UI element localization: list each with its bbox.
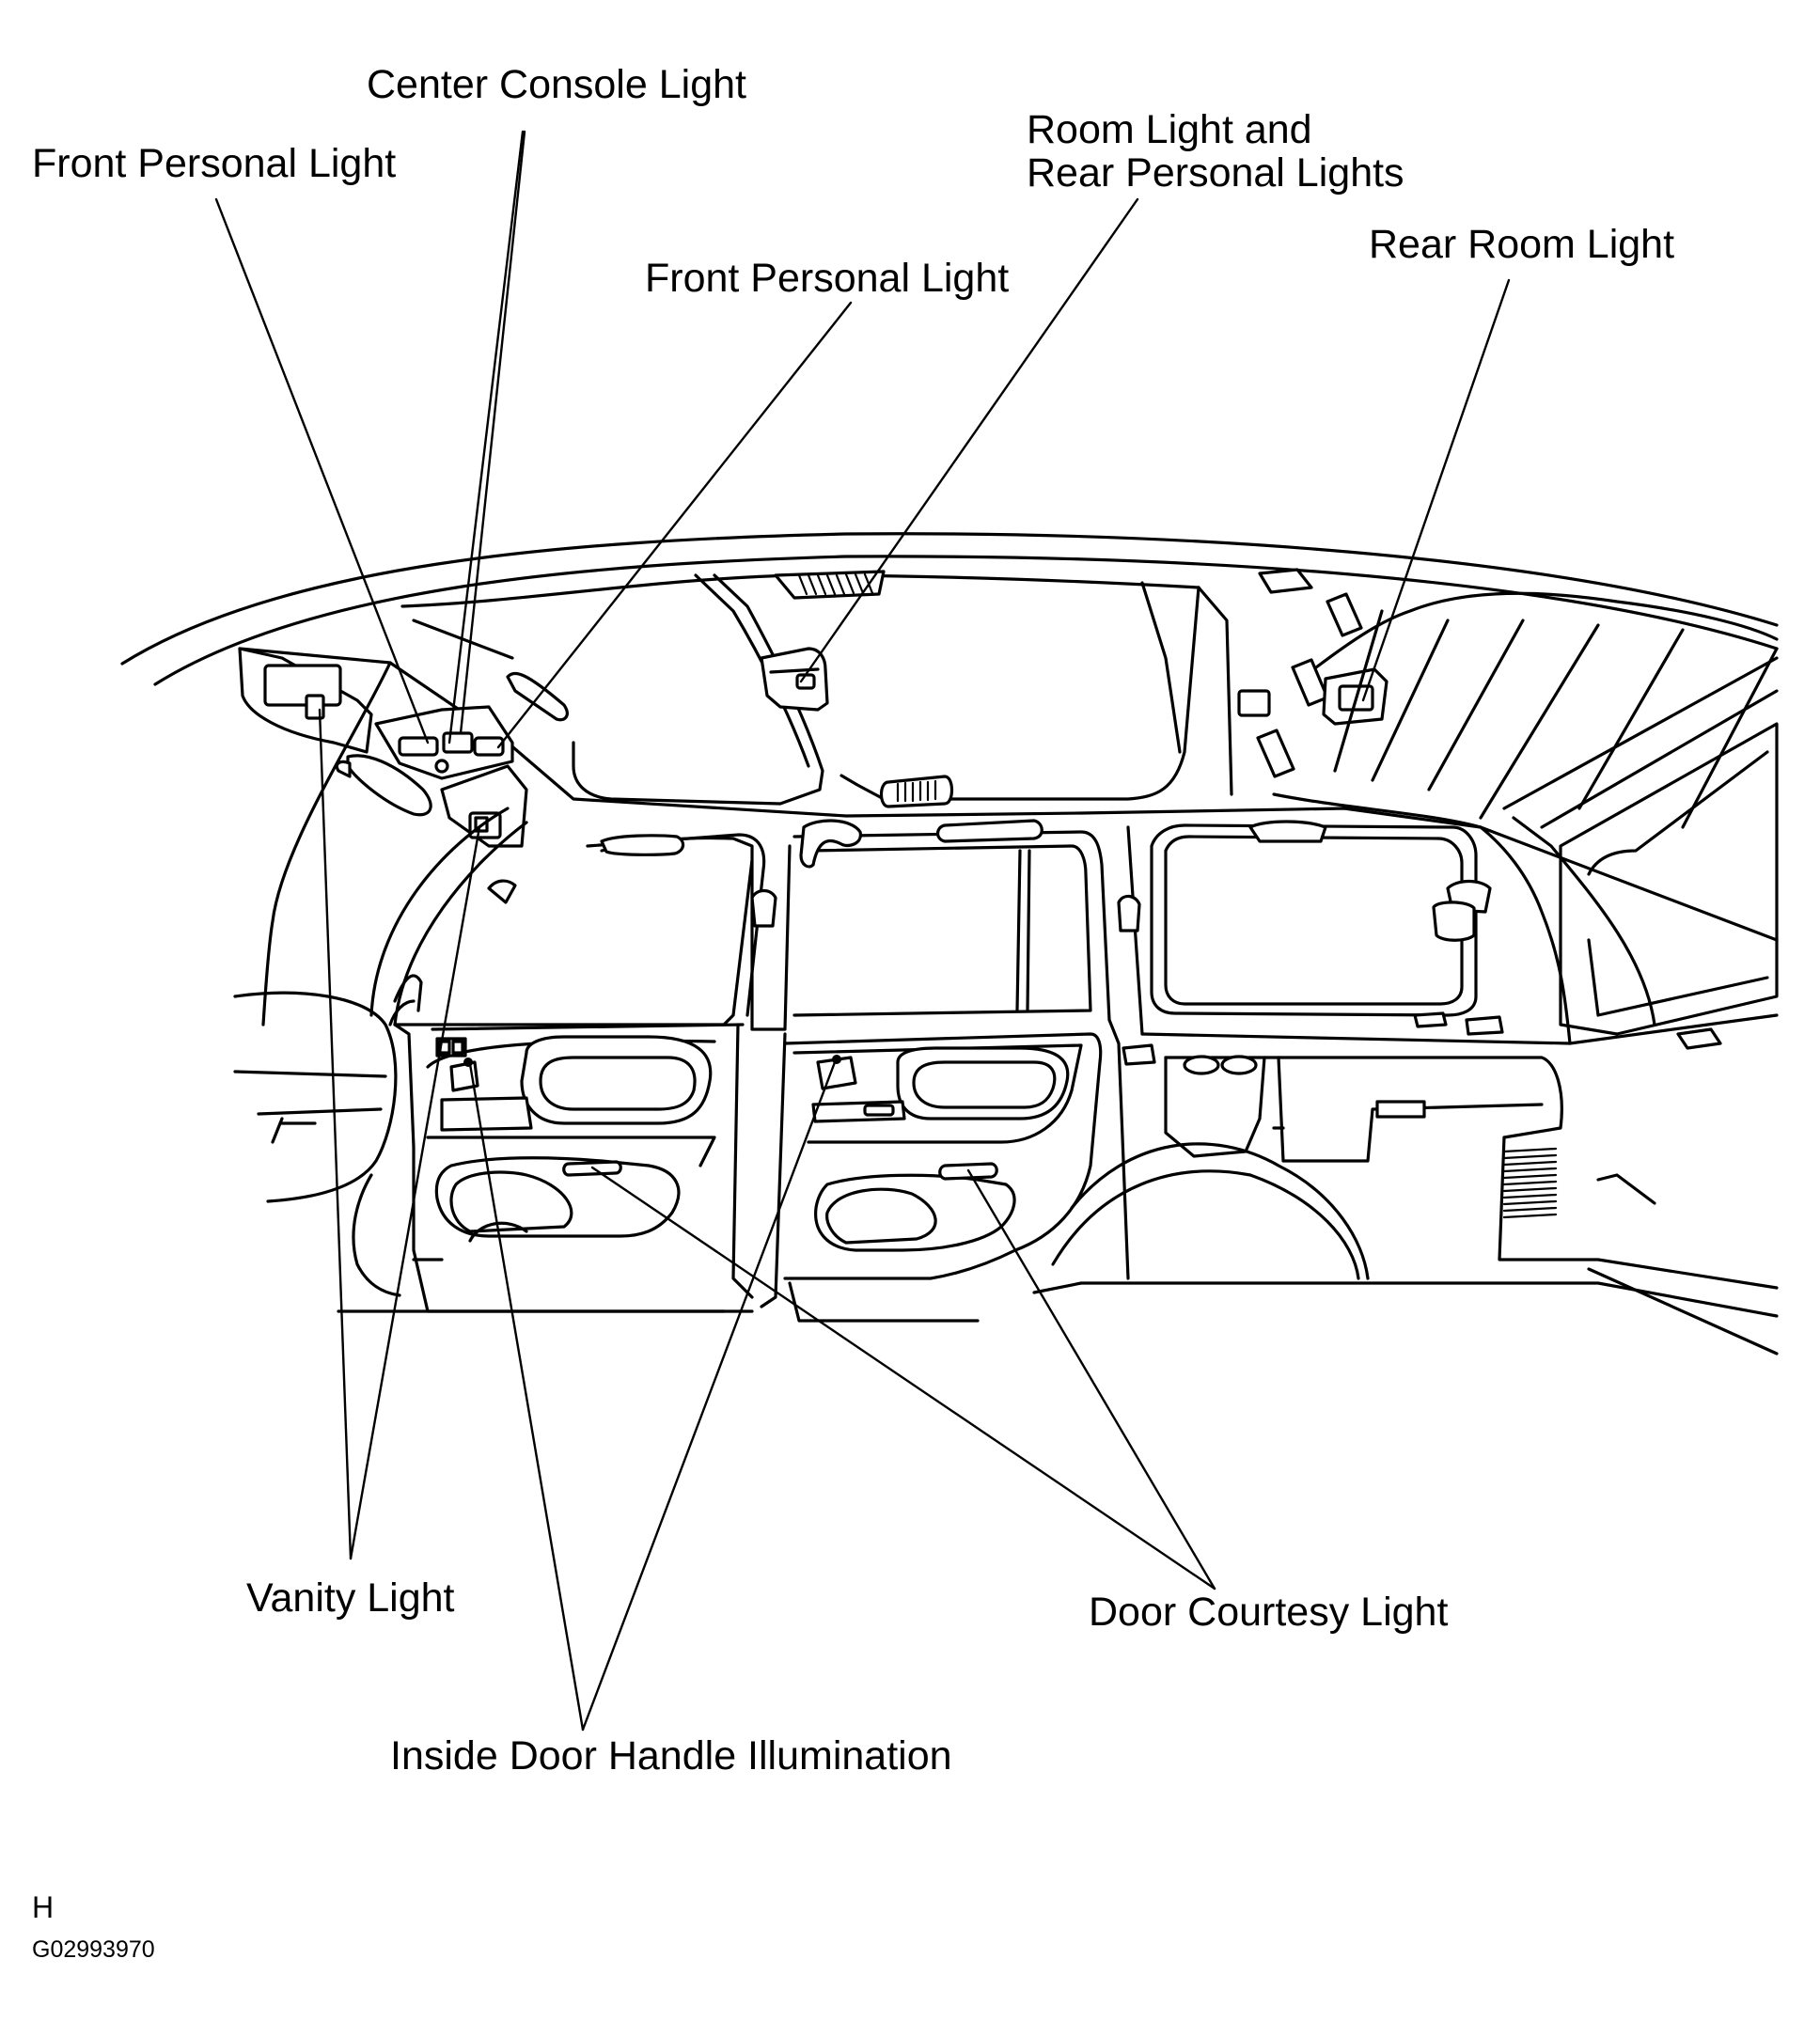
leader-lines <box>214 130 1511 1731</box>
leader-door-courtesy-1 <box>590 1166 1216 1590</box>
leader-door-handle-1 <box>468 1062 585 1731</box>
label-center-console-light: Center Console Light <box>367 62 746 107</box>
leader-rear-room-light <box>1361 278 1511 702</box>
leader-room-light <box>799 197 1139 683</box>
leader-front-personal-left <box>214 197 430 744</box>
label-front-personal-light-left: Front Personal Light <box>32 141 396 186</box>
label-door-courtesy-light: Door Courtesy Light <box>1089 1590 1448 1635</box>
section-letter: H <box>32 1890 54 1924</box>
label-inside-door-handle-illumination: Inside Door Handle Illumination <box>390 1733 952 1778</box>
label-front-personal-light-right: Front Personal Light <box>645 256 1009 301</box>
leader-door-handle-2 <box>581 1060 837 1731</box>
label-room-light-line1: Room Light and <box>1027 107 1312 152</box>
vehicle-interior-drawing <box>120 532 1779 1355</box>
leader-vanity-1 <box>318 708 353 1560</box>
figure-code: G02993970 <box>32 1936 155 1963</box>
leader-front-personal-right <box>496 301 853 749</box>
leader-center-console-1 <box>459 130 526 735</box>
label-vanity-light: Vanity Light <box>246 1575 455 1621</box>
label-rear-room-light: Rear Room Light <box>1369 222 1674 267</box>
leader-vanity-2 <box>349 825 481 1560</box>
label-room-light-line2: Rear Personal Lights <box>1027 150 1404 196</box>
leader-center-console-2 <box>447 130 525 744</box>
leader-door-courtesy-2 <box>966 1168 1216 1590</box>
